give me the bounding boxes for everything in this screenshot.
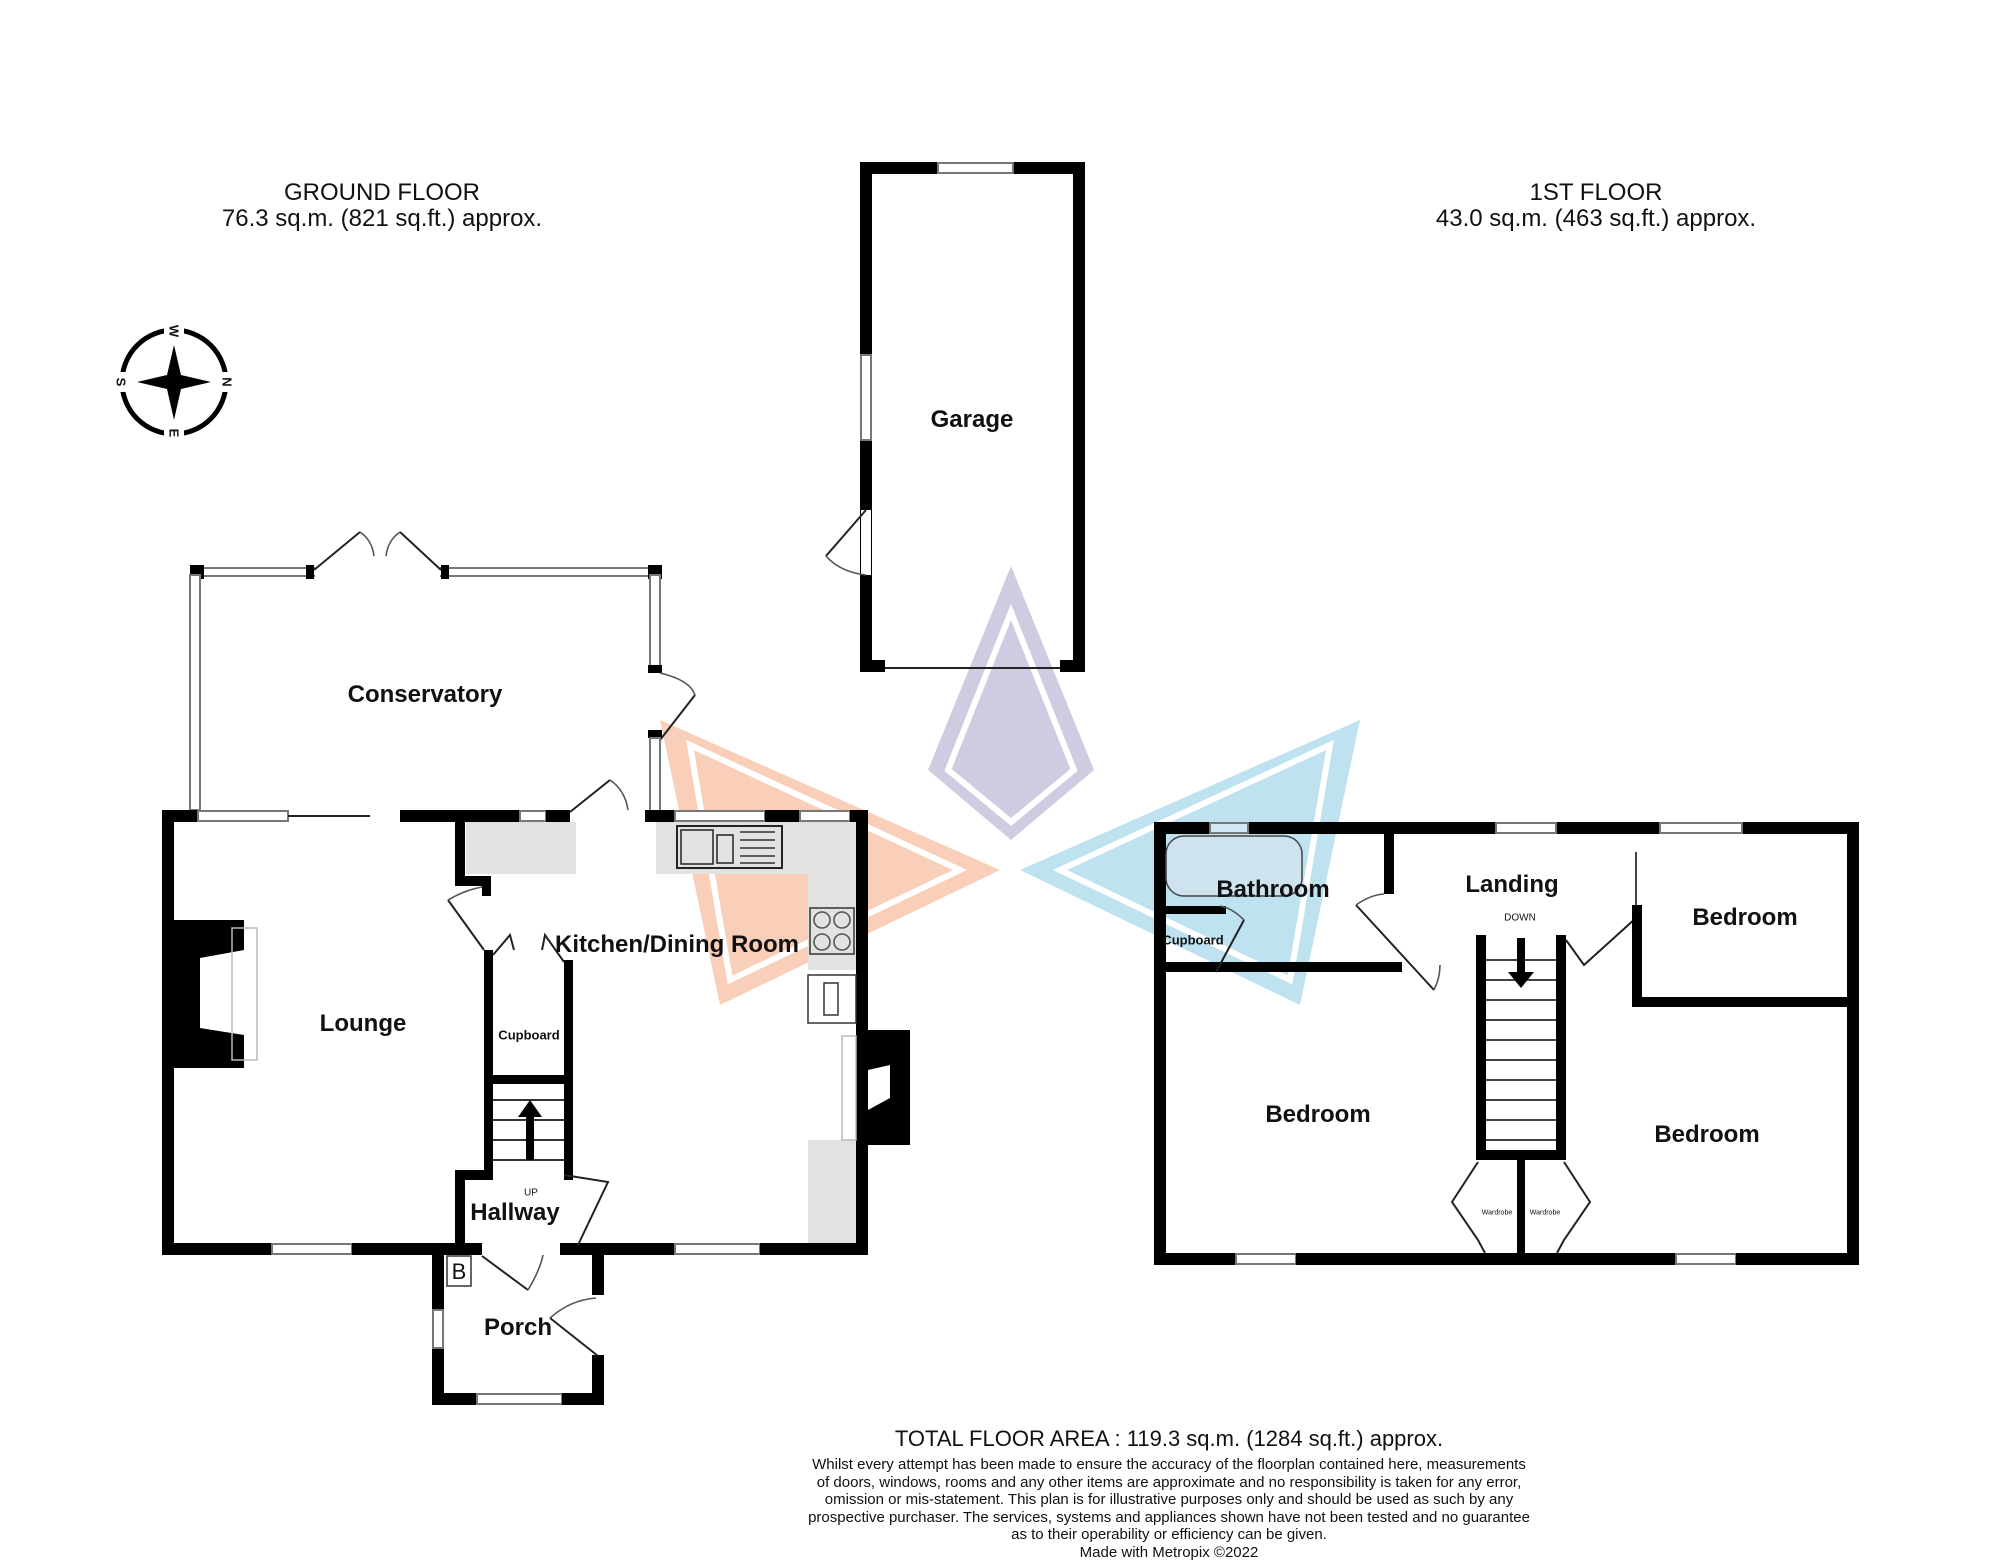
wardrobe-label-right: Wardrobe (1530, 1210, 1560, 1217)
compass-south-label: S (114, 378, 129, 387)
compass-north-label: N (220, 377, 235, 386)
stairs-down-label: DOWN (1504, 913, 1536, 924)
disclaimer-line: omission or mis-statement. This plan is … (808, 1491, 1530, 1509)
total-floor-area: TOTAL FLOOR AREA : 119.3 sq.m. (1284 sq.… (808, 1426, 1530, 1452)
room-label-bedroom-right: Bedroom (1654, 1121, 1759, 1149)
compass-west-label: W (167, 325, 182, 337)
room-label-kitchen-dining: Kitchen/Dining Room (555, 931, 799, 959)
ground-floor-area: 76.3 sq.m. (821 sq.ft.) approx. (222, 206, 542, 232)
footer: TOTAL FLOOR AREA : 119.3 sq.m. (1284 sq.… (808, 1426, 1530, 1561)
disclaimer-line: as to their operability or efficiency ca… (808, 1526, 1530, 1544)
conservatory-walls (190, 532, 695, 813)
room-label-porch: Porch (484, 1314, 552, 1342)
first-floor-header: 1ST FLOOR 43.0 sq.m. (463 sq.ft.) approx… (1436, 180, 1756, 232)
room-label-garage: Garage (931, 406, 1014, 434)
disclaimer-line: prospective purchaser. The services, sys… (808, 1509, 1530, 1527)
compass-rose-icon (113, 323, 235, 441)
disclaimer-line: of doors, windows, rooms and any other i… (808, 1474, 1530, 1492)
compass-east-label: E (167, 429, 182, 438)
room-label-bedroom-left: Bedroom (1265, 1101, 1370, 1129)
room-label-upstairs-cupboard: Cupboard (1162, 933, 1223, 948)
room-label-landing: Landing (1465, 871, 1558, 899)
first-floor-area: 43.0 sq.m. (463 sq.ft.) approx. (1436, 206, 1756, 232)
metropix-credit: Made with Metropix ©2022 (808, 1544, 1530, 1561)
disclaimer: Whilst every attempt has been made to en… (808, 1456, 1530, 1561)
room-label-cupboard: Cupboard (498, 1028, 559, 1043)
stairs-up-label: UP (524, 1188, 538, 1199)
ground-floor-title: GROUND FLOOR (222, 180, 542, 206)
ground-floor-header: GROUND FLOOR 76.3 sq.m. (821 sq.ft.) app… (222, 180, 542, 232)
room-label-conservatory: Conservatory (348, 681, 503, 709)
room-label-lounge: Lounge (320, 1010, 407, 1038)
first-floor-title: 1ST FLOOR (1436, 180, 1756, 206)
room-label-bathroom: Bathroom (1216, 876, 1329, 904)
disclaimer-line: Whilst every attempt has been made to en… (808, 1456, 1530, 1474)
boiler-label: B (452, 1259, 467, 1285)
ground-floor-walls (162, 780, 910, 1255)
wardrobe-label-left: Wardrobe (1482, 1210, 1512, 1217)
room-label-hallway: Hallway (470, 1199, 559, 1227)
room-label-bedroom-small: Bedroom (1692, 904, 1797, 932)
